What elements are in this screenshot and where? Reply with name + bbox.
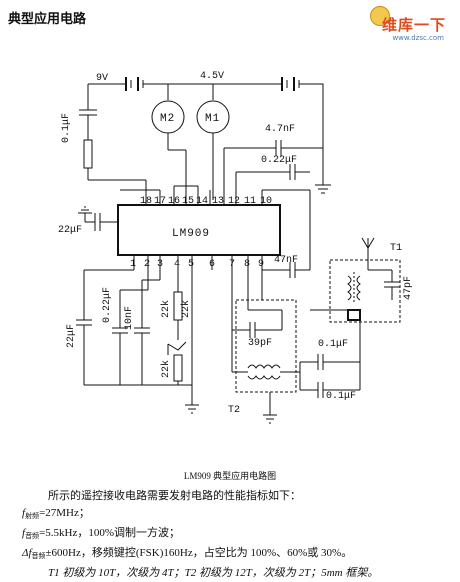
deviation-symbol: Δf <box>22 547 32 559</box>
capacitor-0-22uf-top <box>235 164 310 200</box>
pin-5: 5 <box>188 259 194 270</box>
label-47nf: 47nF <box>274 255 298 266</box>
pin-10: 10 <box>260 196 272 207</box>
capacitor-0-1uf-top <box>79 109 147 200</box>
description-line-deviation: Δf音频±600Hz，移频键控(FSK)160Hz，占空比为 100%、60%或… <box>22 545 452 565</box>
ground-top-right <box>315 184 331 194</box>
ic-top-pin-numbers: 18 17 16 15 14 13 12 11 10 <box>140 196 272 207</box>
audio-symbol: f <box>22 527 26 539</box>
pin-6: 6 <box>209 259 215 270</box>
capacitor-0-1uf-mid <box>299 320 361 372</box>
description-line-rf: f射频=27MHz； <box>22 505 452 525</box>
label-22k-c: 22k <box>160 360 172 378</box>
schematic-diagram: 9V 4.5V M2 M1 0.1μF <box>58 71 414 424</box>
label-0-22uf-top: 0.22μF <box>261 155 297 166</box>
pin-9: 9 <box>258 259 264 270</box>
watermark-logo: 维库一下 www.dzsc.com <box>360 2 452 48</box>
label-m1: M1 <box>205 113 220 125</box>
label-22k-a: 22k <box>160 300 172 318</box>
battery-4-5v <box>280 77 302 91</box>
pin-2: 2 <box>144 259 150 270</box>
pin-11: 11 <box>244 196 256 207</box>
description-line-windings: T1 初级为 10T，次级为 4T；T2 初级为 12T，次级为 2T；5mm … <box>48 567 379 579</box>
pin-18: 18 <box>140 196 152 207</box>
ic-label: LM909 <box>172 228 210 240</box>
capacitor-0-1uf-bottom <box>263 362 361 424</box>
pin-14: 14 <box>196 196 208 207</box>
ic-bottom-pins <box>133 255 263 270</box>
motor-m1 <box>196 84 230 200</box>
label-0-1uf-bottom: 0.1μF <box>326 391 356 402</box>
label-m2: M2 <box>160 113 175 125</box>
deviation-value: ±600Hz，移频键控(FSK)160Hz，占空比为 100%、60%或 30%… <box>45 547 353 559</box>
ic-bottom-pin-numbers: 1 2 3 4 5 6 7 8 9 <box>130 259 264 270</box>
label-22k-b: 22k <box>180 300 192 318</box>
description-line-audio: f音频=5.5kHz，100%调制一方波； <box>22 525 452 545</box>
watermark-site: www.dzsc.com <box>392 34 444 42</box>
label-10nf: 10nF <box>124 306 135 330</box>
description-block: 所示的遥控接收电路需要发射电路的性能指标如下： f射频=27MHz； f音频=5… <box>22 488 452 582</box>
pin-3: 3 <box>157 259 163 270</box>
label-39pf: 39pF <box>248 338 272 349</box>
audio-value: =5.5kHz，100%调制一方波； <box>39 527 181 539</box>
pin-12: 12 <box>228 196 240 207</box>
pin-7: 7 <box>229 259 235 270</box>
transformer-t2 <box>231 270 300 393</box>
label-4-7nf: 4.7nF <box>265 124 295 135</box>
label-0-22uf-bottom: 0.22μF <box>102 287 113 323</box>
mascot-icon <box>370 6 390 26</box>
capacitor-47nf <box>262 262 310 278</box>
label-4-5v: 4.5V <box>200 71 224 82</box>
audio-subscript: 音频 <box>25 532 40 540</box>
label-t1: T1 <box>390 243 402 254</box>
label-t2: T2 <box>228 405 240 416</box>
rf-value: =27MHz； <box>39 507 90 519</box>
watermark-main: 维库一下 <box>381 16 446 34</box>
rf-symbol: f <box>22 507 26 519</box>
pin-16: 16 <box>168 196 180 207</box>
capacitor-22uf-top <box>78 206 118 231</box>
ic-body <box>117 204 281 256</box>
transformer-t1 <box>310 237 401 323</box>
left-bottom-network <box>76 269 199 414</box>
label-0-1uf-mid: 0.1μF <box>318 339 348 350</box>
pin-13: 13 <box>212 196 224 207</box>
battery-9v <box>124 77 146 91</box>
label-22uf-bottom: 22μF <box>66 324 77 348</box>
label-c01-top: 0.1μF <box>61 113 72 143</box>
page-heading: 典型应用电路 <box>8 12 87 27</box>
pin-17: 17 <box>154 196 166 207</box>
pin-1: 1 <box>130 259 136 270</box>
ic-top-pins <box>145 200 263 205</box>
label-47pf: 47pF <box>403 276 414 300</box>
capacitor-4-7nf <box>223 140 323 200</box>
label-22uf-top: 22μF <box>58 225 82 236</box>
rf-subscript: 射频 <box>25 512 40 520</box>
description-intro: 所示的遥控接收电路需要发射电路的性能指标如下： <box>48 490 301 502</box>
pin-8: 8 <box>244 259 250 270</box>
deviation-subscript: 音频 <box>31 552 46 560</box>
label-9v: 9V <box>96 73 108 84</box>
figure-caption: LM909 典型应用电路图 <box>183 471 277 481</box>
pin-15: 15 <box>182 196 194 207</box>
pin-4: 4 <box>174 259 180 270</box>
motor-m2 <box>151 84 187 200</box>
